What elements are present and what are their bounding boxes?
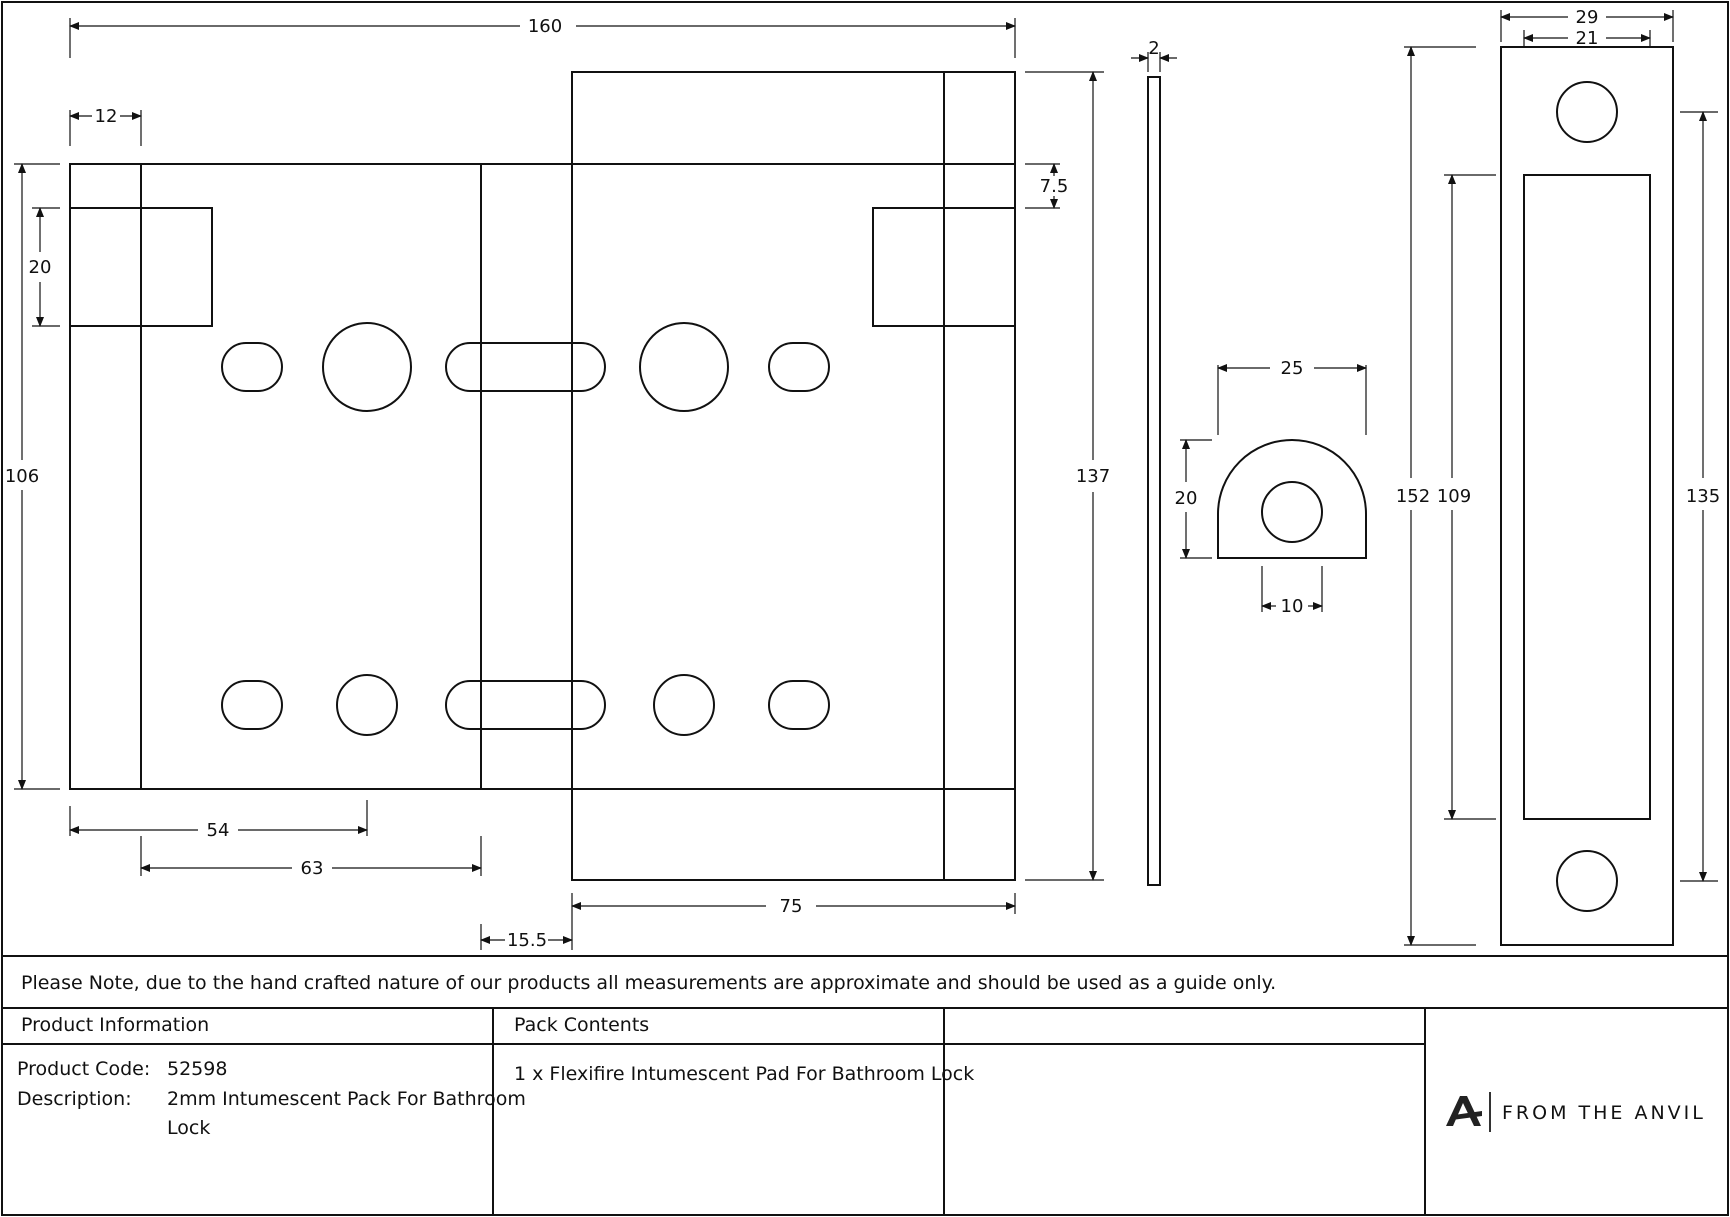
right-cutout xyxy=(872,207,1016,327)
dim-label-160: 160 xyxy=(528,16,562,37)
dim-label-7-5: 7.5 xyxy=(1040,176,1069,197)
d-shaped-pad-view: 25 20 10 xyxy=(1175,358,1367,617)
dim-label-21: 21 xyxy=(1576,28,1599,49)
title-block xyxy=(2,955,1728,1215)
slot-hole xyxy=(445,342,606,392)
oval-hole xyxy=(768,680,830,730)
pack-contents-heading: Pack Contents xyxy=(514,1014,649,1036)
dim-label-pad-20: 20 xyxy=(1175,488,1198,509)
dim-label-109: 109 xyxy=(1437,486,1471,507)
round-hole xyxy=(639,322,729,412)
description-line-2: Lock xyxy=(167,1117,210,1139)
dim-label-152: 152 xyxy=(1396,486,1430,507)
d-pad-outline xyxy=(1217,439,1367,559)
oval-hole xyxy=(221,680,283,730)
dim-label-2: 2 xyxy=(1148,38,1159,59)
dim-label-15-5: 15.5 xyxy=(507,930,547,951)
title-block-text: Please Note, due to the hand crafted nat… xyxy=(17,972,1276,1139)
dim-label-20: 20 xyxy=(29,257,52,278)
dim-label-75: 75 xyxy=(780,896,803,917)
dim-label-135: 135 xyxy=(1686,486,1720,507)
forend-strip-outline xyxy=(1500,46,1674,946)
d-pad-hole xyxy=(1261,481,1323,543)
oval-hole xyxy=(221,342,283,392)
thickness-side-view: 2 xyxy=(1131,38,1177,886)
brand-logo: FROM THE ANVIL xyxy=(1446,1092,1706,1132)
right-plate-outline xyxy=(571,71,1016,881)
dim-label-25: 25 xyxy=(1281,358,1304,379)
round-hole xyxy=(336,674,398,736)
dim-label-137: 137 xyxy=(1076,466,1110,487)
main-pack-view xyxy=(69,71,1016,881)
dim-label-12: 12 xyxy=(95,106,118,127)
forend-slot xyxy=(1523,174,1651,820)
dim-label-63: 63 xyxy=(301,858,324,879)
dim-label-10: 10 xyxy=(1281,596,1304,617)
brand-name: FROM THE ANVIL xyxy=(1502,1102,1706,1124)
forend-top-hole xyxy=(1556,81,1618,143)
product-code-label: Product Code: xyxy=(17,1058,150,1080)
dimension-lines xyxy=(18,22,1097,944)
oval-hole xyxy=(768,342,830,392)
product-info-heading: Product Information xyxy=(21,1014,209,1036)
slot-hole xyxy=(445,680,606,730)
left-cutout xyxy=(69,207,213,327)
forend-strip-view: 29 21 152 109 135 xyxy=(1396,7,1720,946)
forend-bottom-hole xyxy=(1556,850,1618,912)
dim-label-29: 29 xyxy=(1576,7,1599,28)
product-code-value: 52598 xyxy=(167,1058,227,1080)
round-hole xyxy=(322,322,412,412)
main-dimension-labels: 160 12 106 20 54 63 15.5 75 137 7.5 xyxy=(5,16,1110,951)
dim-label-54: 54 xyxy=(207,820,230,841)
thin-strip xyxy=(1147,76,1161,886)
anvil-logo-icon xyxy=(1446,1096,1482,1126)
extension-lines xyxy=(14,18,1104,950)
pack-contents-item: 1 x Flexifire Intumescent Pad For Bathro… xyxy=(514,1063,974,1085)
description-label: Description: xyxy=(17,1088,132,1110)
round-hole xyxy=(653,674,715,736)
dim-label-106: 106 xyxy=(5,466,39,487)
measurement-note: Please Note, due to the hand crafted nat… xyxy=(21,972,1276,994)
description-line-1: 2mm Intumescent Pack For Bathroom xyxy=(167,1088,526,1110)
